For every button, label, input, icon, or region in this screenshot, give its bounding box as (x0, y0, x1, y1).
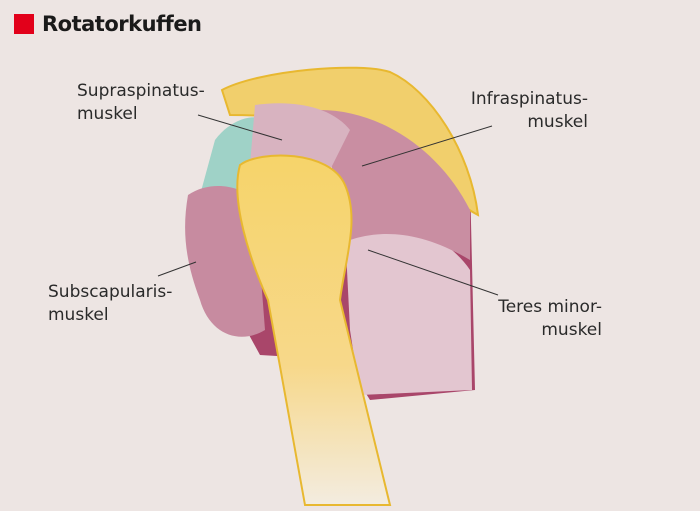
label-line: Infraspinatus- (470, 89, 588, 109)
label-supraspinatus: Supraspinatus- muskel (77, 80, 205, 126)
supraspinatus-muscle (250, 103, 350, 170)
label-line: muskel (541, 320, 602, 340)
label-line: muskel (527, 112, 588, 132)
label-line: muskel (48, 305, 109, 325)
humerus-bone (236, 154, 392, 506)
label-line: muskel (77, 104, 138, 124)
title-text: Rotatorkuffen (42, 12, 202, 36)
label-teres-minor: Teres minor- muskel (490, 296, 602, 342)
teres-minor-muscle (345, 223, 472, 395)
title-marker (14, 14, 34, 34)
infraspinatus-muscle (320, 110, 470, 260)
figure-title: Rotatorkuffen (14, 12, 202, 36)
label-subscapularis: Subscapularis- muskel (48, 281, 172, 327)
label-infraspinatus: Infraspinatus- muskel (470, 88, 588, 134)
label-line: Subscapularis- (48, 282, 173, 302)
leader-lines (157, 114, 499, 296)
label-line: Teres minor- (498, 297, 602, 317)
label-line: Supraspinatus- (77, 81, 205, 101)
